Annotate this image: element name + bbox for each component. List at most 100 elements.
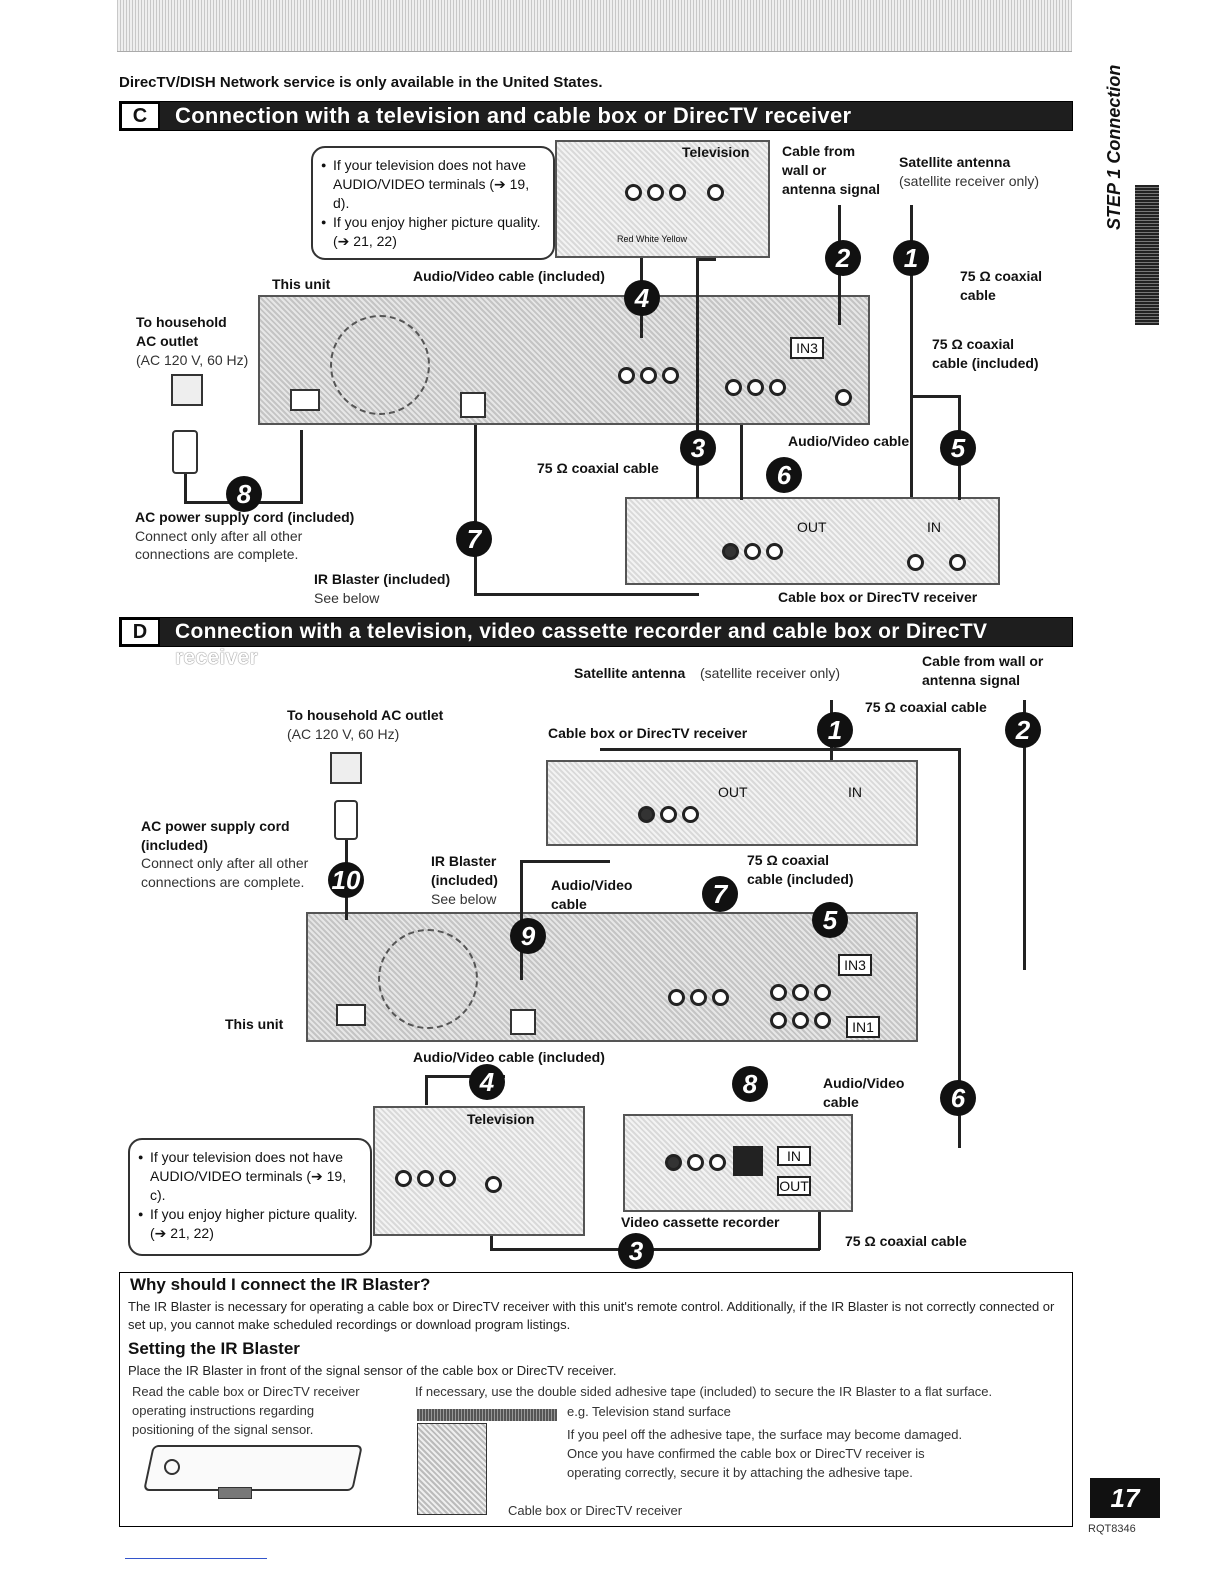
page-code: RQT8346 xyxy=(1088,1523,1136,1535)
box-in-label: IN xyxy=(927,519,941,535)
wall-outlet xyxy=(330,752,362,784)
box-out-label: OUT xyxy=(797,519,827,535)
cable-box-label: Cable box or DirecTV receiver xyxy=(778,589,978,605)
ir-heading: Why should I connect the IR Blaster? xyxy=(130,1275,431,1294)
unit-jack xyxy=(770,984,787,1001)
ac-plug xyxy=(172,430,198,474)
step-badge: 6 xyxy=(940,1080,976,1116)
page-number: 17 xyxy=(1090,1478,1160,1518)
bubble-item: If your television does not have AUDIO/V… xyxy=(321,156,543,213)
cable-box-side-illustration xyxy=(417,1423,487,1515)
step-badge: 8 xyxy=(226,476,262,512)
ir-peel-note: operating correctly, secure it by attach… xyxy=(567,1465,913,1480)
ac-plug xyxy=(334,800,358,840)
step-badge: 3 xyxy=(680,430,716,466)
ac-cord-wire xyxy=(300,430,303,504)
box-jack xyxy=(638,806,655,823)
television-label: Television xyxy=(467,1111,535,1127)
unit-jack xyxy=(662,367,679,384)
box-jack xyxy=(682,806,699,823)
coax-wire xyxy=(490,1236,493,1250)
coax-wire xyxy=(1023,700,1026,970)
ir-read-note: positioning of the signal sensor. xyxy=(132,1422,314,1437)
step-badge: 7 xyxy=(456,521,492,557)
unit-jack xyxy=(640,367,657,384)
rwy-label: Red White Yellow xyxy=(617,234,688,244)
bubble-item: If you enjoy higher picture quality. (➔ … xyxy=(321,213,543,251)
top-halftone-band xyxy=(117,0,1072,52)
in1-label: IN1 xyxy=(846,1016,880,1038)
in3-label: IN3 xyxy=(838,954,872,976)
household-label: To household AC outlet xyxy=(287,707,444,723)
unit-jack xyxy=(814,984,831,1001)
satellite-antenna-label: Satellite antenna xyxy=(574,665,686,681)
section-c-television: Television Red White Yellow xyxy=(555,140,770,258)
ir-blaster-info-box: Why should I connect the IR Blaster? The… xyxy=(119,1272,1073,1527)
unit-jack xyxy=(792,984,809,1001)
coax-wire xyxy=(600,748,960,751)
vcr-jack xyxy=(687,1154,704,1171)
unit-jack xyxy=(769,379,786,396)
footer-link-line xyxy=(125,1558,267,1559)
cable-from-label: Cable from wall or antenna signal xyxy=(782,143,881,197)
coax-wire xyxy=(696,258,716,261)
household-label: AC outlet xyxy=(136,333,199,349)
box-in-label: IN xyxy=(848,784,862,800)
box-jack xyxy=(660,806,677,823)
section-c-title: Connection with a television and cable b… xyxy=(175,103,852,128)
ir-blaster-label: IR Blaster (included) xyxy=(314,571,451,587)
section-d-bubble: If your television does not have AUDIO/V… xyxy=(128,1138,372,1256)
step-badge: 6 xyxy=(766,457,802,493)
this-unit-label: This unit xyxy=(225,1016,284,1032)
ir-blaster-illustration xyxy=(218,1487,252,1499)
household-spec: (AC 120 V, 60 Hz) xyxy=(136,352,249,368)
coax-wire xyxy=(490,1248,820,1251)
step-badge: 8 xyxy=(732,1066,768,1102)
ac-in-socket xyxy=(290,389,320,411)
box-jack xyxy=(766,543,783,560)
ir-cable-box-label: Cable box or DirecTV receiver xyxy=(508,1503,683,1518)
cable-from-label: antenna signal xyxy=(922,672,1021,688)
vcr-in-label: IN xyxy=(777,1146,811,1166)
bubble-item: If you enjoy higher picture quality. (➔ … xyxy=(138,1205,360,1243)
cable-box-label: Cable box or DirecTV receiver xyxy=(548,725,748,741)
tv-jack xyxy=(647,184,664,201)
section-c-header: C Connection with a television and cable… xyxy=(119,101,1073,131)
vcr-out-label: OUT xyxy=(777,1176,811,1196)
av-cable-label: cable xyxy=(823,1094,859,1110)
ir-read-note: operating instructions regarding xyxy=(132,1403,315,1418)
coax-75-label: 75 Ω coaxial cable xyxy=(960,268,1043,303)
box-jack xyxy=(722,543,739,560)
ir-para: The IR Blaster is necessary for operatin… xyxy=(128,1299,1055,1332)
ir-wire xyxy=(474,425,477,595)
section-d-header: D Connection with a television, video ca… xyxy=(119,617,1073,669)
television-label: Television xyxy=(682,144,750,160)
av-wire xyxy=(425,1075,428,1105)
in3-label: IN3 xyxy=(790,337,824,359)
vcr-out-block xyxy=(733,1146,763,1176)
av-cable-included-label: Audio/Video cable (included) xyxy=(413,268,605,284)
side-tab-label: STEP 1 Connection xyxy=(1104,64,1124,230)
step-badge: 1 xyxy=(817,712,853,748)
wall-outlet xyxy=(171,374,203,406)
side-block xyxy=(1135,185,1159,325)
section-d-title: Connection with a television, video cass… xyxy=(175,620,988,669)
unit-jack xyxy=(690,989,707,1006)
rf-out-jack xyxy=(835,389,852,406)
unit-jack xyxy=(668,989,685,1006)
tv-rf-jack xyxy=(707,184,724,201)
ac-cord-note: Connect only after all other xyxy=(141,855,309,871)
box-jack xyxy=(744,543,761,560)
coax-wire xyxy=(910,395,961,398)
region-note: DirecTV/DISH Network service is only ava… xyxy=(119,74,603,91)
see-below-label: See below xyxy=(431,891,497,907)
section-c-bubble: If your television does not have AUDIO/V… xyxy=(311,146,555,260)
section-d-letter: D xyxy=(120,618,160,646)
av-wire xyxy=(740,425,743,500)
av-cable-label: Audio/Video cable xyxy=(788,433,910,449)
fan-grille xyxy=(330,315,430,415)
stand-surface-illustration xyxy=(417,1409,557,1421)
coax-75-label: 75 Ω coaxial cable xyxy=(865,699,987,715)
av-cable-label: cable xyxy=(551,896,587,912)
ir-blaster-label: IR Blaster xyxy=(431,853,497,869)
